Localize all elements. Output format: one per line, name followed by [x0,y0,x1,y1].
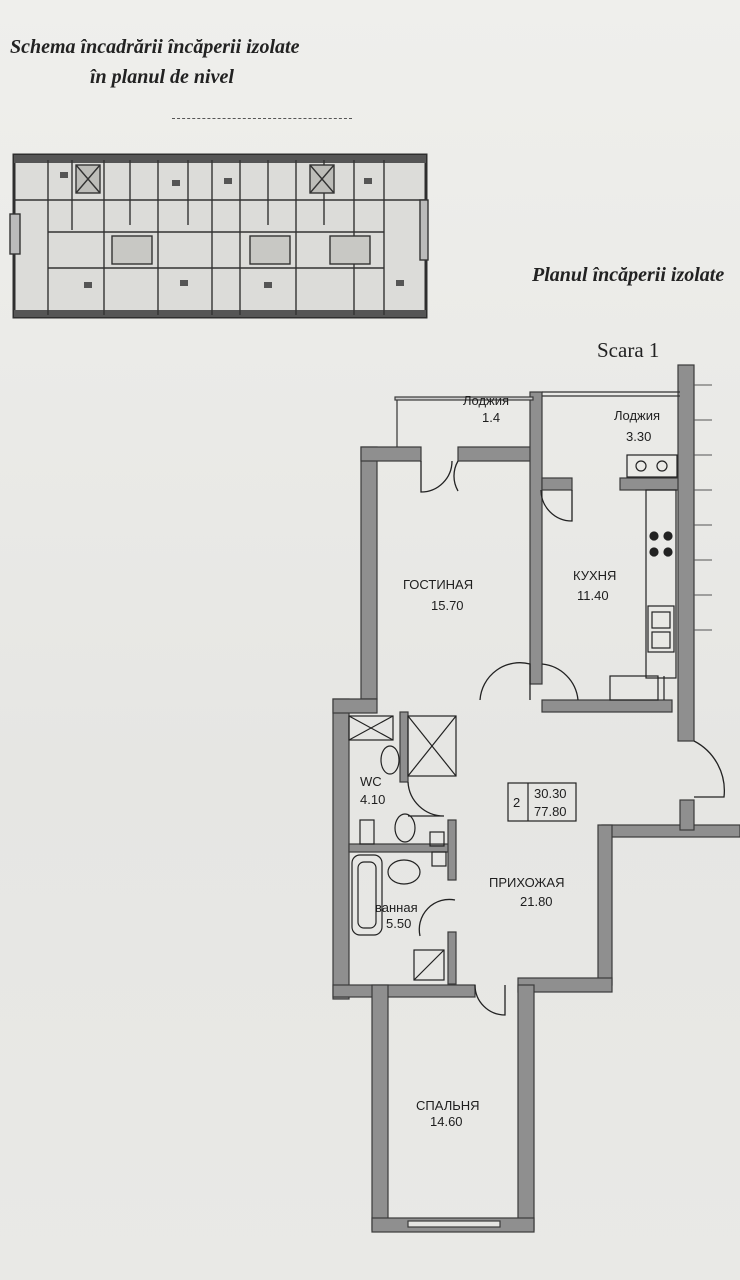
plan-title: Planul încăperii izolate [532,264,725,286]
summary-rooms-count: 2 [513,795,520,810]
kitchen-name: КУХНЯ [573,568,616,583]
wc-area: 4.10 [360,792,385,807]
summary-total-area: 77.80 [534,804,567,819]
hallway-name: ПРИХОЖАЯ [489,875,565,890]
loggia-2-name: Лоджия [614,408,660,423]
scheme-title-line1: Schema încadrării încăperii izolate [10,36,300,58]
building-schematic [9,153,429,319]
loggia-2-area: 3.30 [626,429,651,444]
facade-hatch [694,384,712,631]
apartment-summary-box: 2 30.30 77.80 [507,782,577,822]
bathroom-area: 5.50 [386,916,411,931]
loggia-windows [542,391,680,397]
scheme-underline [172,118,352,119]
living-room-name: ГОСТИНАЯ [403,577,473,592]
loggia-1-name: Лоджия [463,393,509,408]
bathroom-fixtures [351,745,447,936]
summary-living-area: 30.30 [534,786,567,801]
door-swings [407,460,725,1016]
kitchen-area: 11.40 [577,588,609,603]
loggia-1-area: 1.4 [482,410,500,425]
living-room-area: 15.70 [431,598,464,613]
kitchen-fixtures [609,454,678,701]
bedroom-area: 14.60 [430,1114,463,1129]
shafts [348,715,457,981]
bathroom-name: ванная [375,900,418,915]
bedroom-name: СПАЛЬНЯ [416,1098,480,1113]
wc-name: WC [360,774,382,789]
scale-label: Scara 1 [597,338,660,362]
hallway-area: 21.80 [520,894,553,909]
apartment-walls [332,364,740,1233]
scheme-title-line2: în planul de nivel [90,66,234,88]
